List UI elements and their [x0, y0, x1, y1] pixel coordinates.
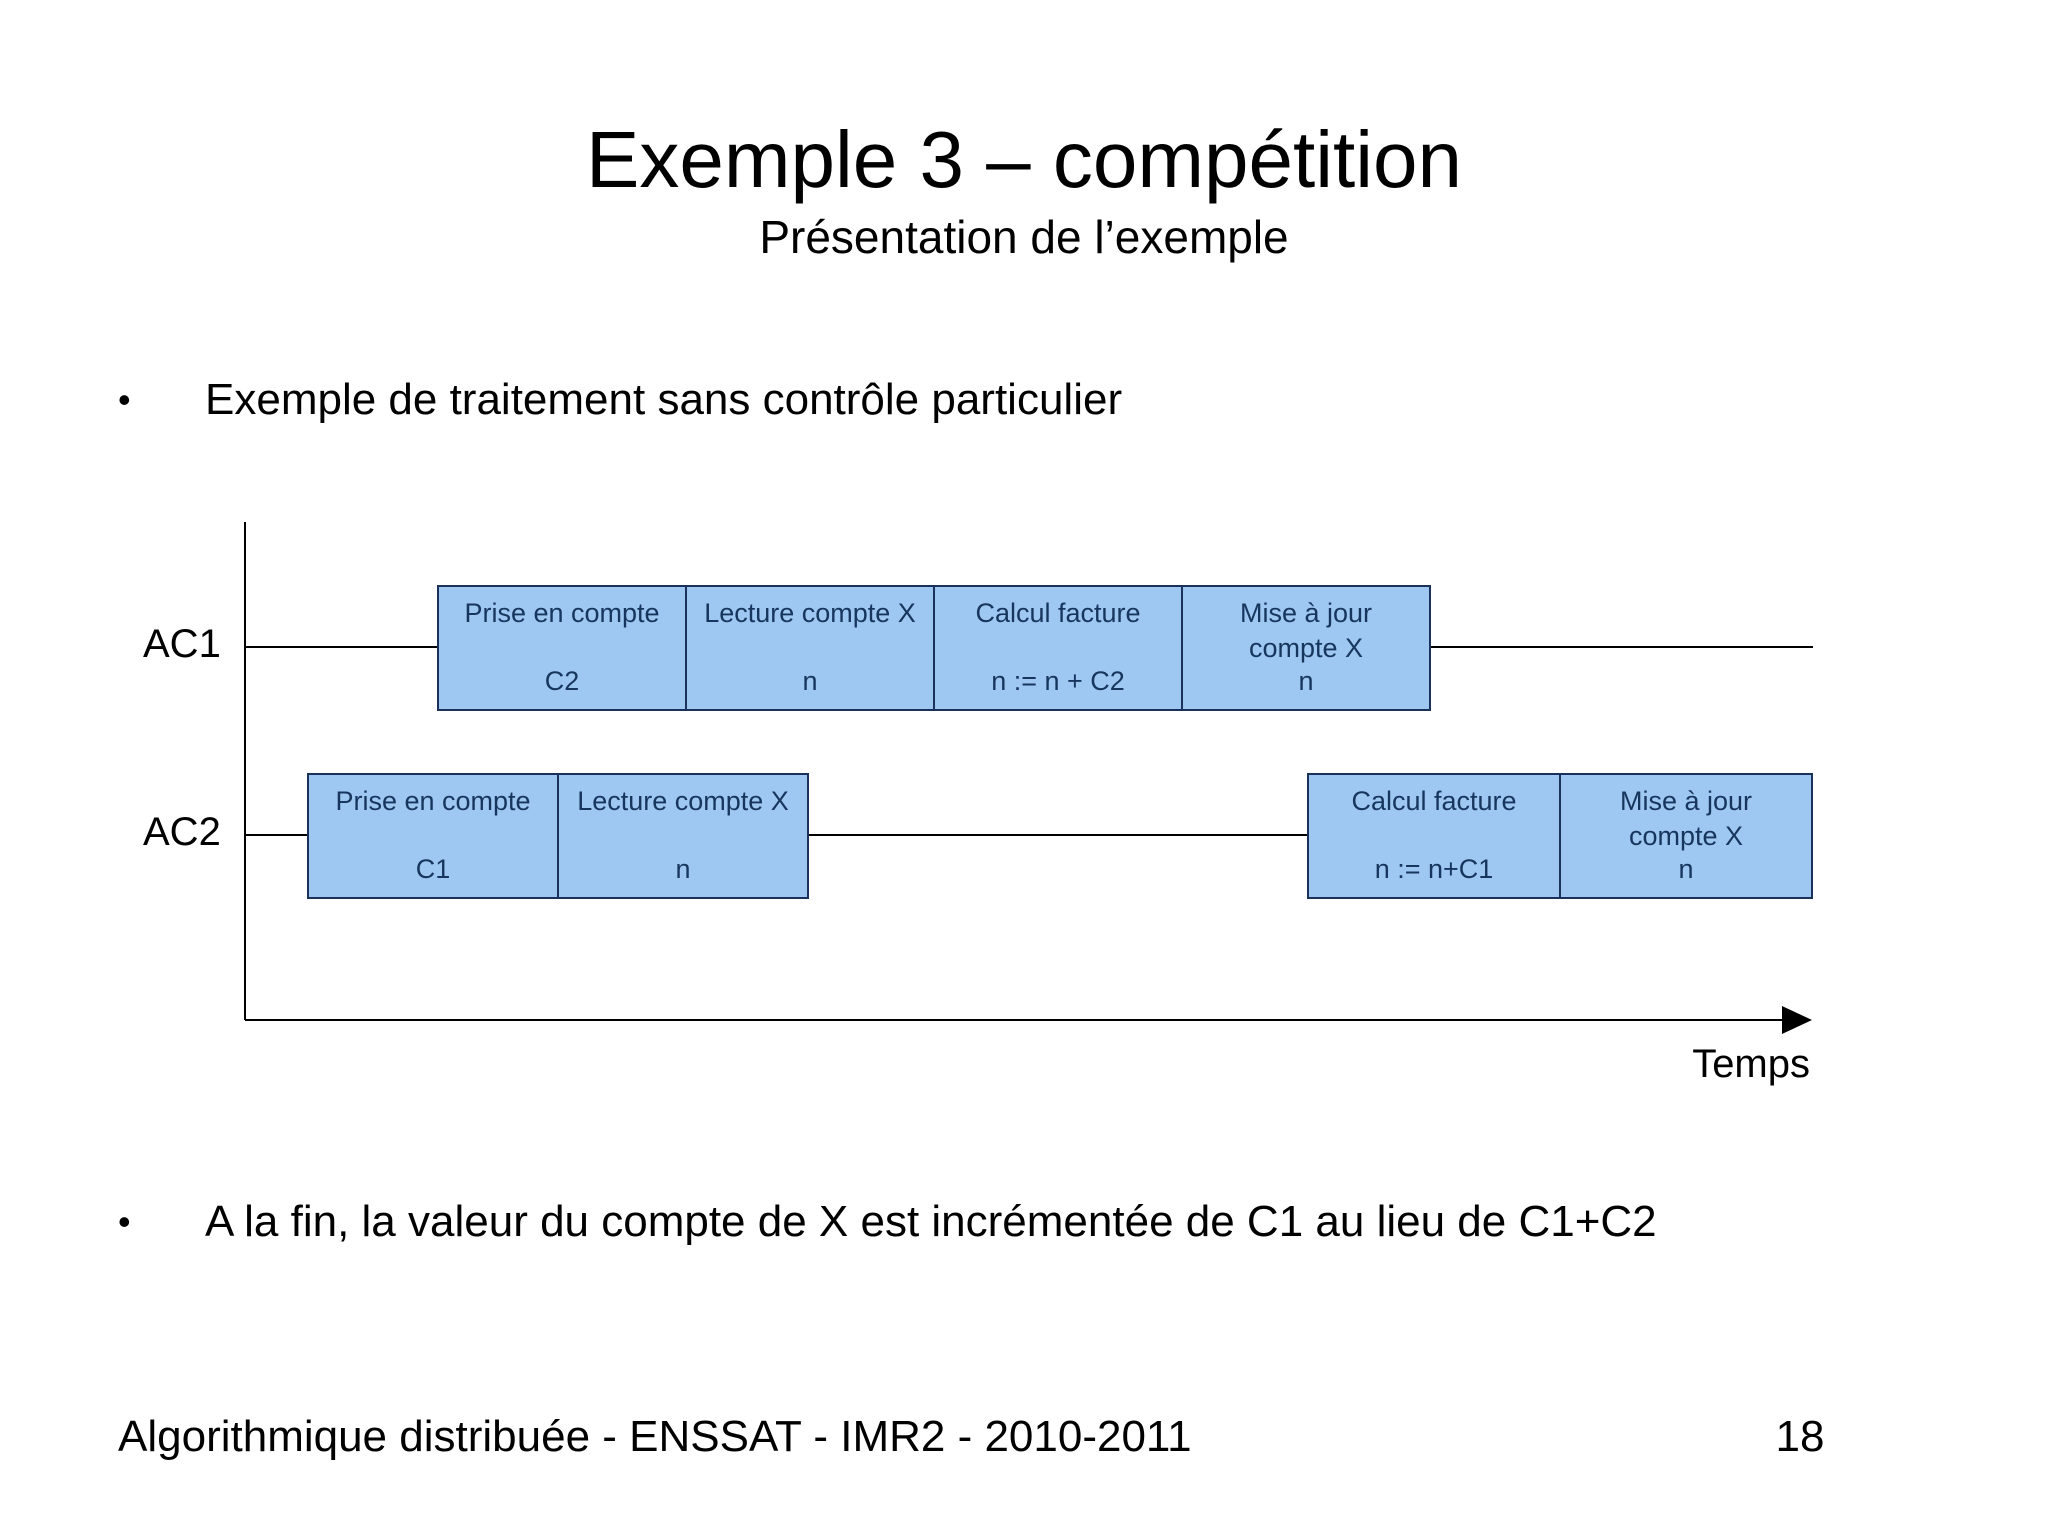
task-box-label: Prise en compte [464, 598, 660, 628]
task-box-value: n [1678, 854, 1694, 884]
task-box-value: n [802, 666, 818, 696]
task-box-ac2-mise-a-jour: Mise à jour compte X n [1559, 775, 1811, 897]
timeline-ac2-label: AC2 [143, 810, 221, 854]
timeline-ac1-label: AC1 [143, 622, 221, 666]
bullet-text: Exemple de traitement sans contrôle part… [205, 375, 1123, 424]
task-box-label: Mise à jour compte X [1239, 598, 1373, 664]
ac2-task-row-left: Prise en compte C1 Lecture compte X n [307, 773, 809, 899]
ac1-task-row: Prise en compte C2 Lecture compte X n Ca… [437, 585, 1431, 711]
task-box-ac1-prise-en-compte: Prise en compte C2 [439, 587, 685, 709]
task-box-label: Lecture compte X [704, 598, 916, 628]
diagram-vertical-axis [244, 522, 246, 1020]
task-box-ac1-mise-a-jour: Mise à jour compte X n [1181, 587, 1429, 709]
task-box-value: C1 [415, 854, 451, 884]
page-number: 18 [1775, 1412, 1825, 1461]
time-axis-line [245, 1019, 1790, 1021]
task-box-value: n [675, 854, 691, 884]
task-box-ac2-prise-en-compte: Prise en compte C1 [309, 775, 557, 897]
task-box-value: n := n+C1 [1374, 854, 1494, 884]
task-box-value: C2 [544, 666, 580, 696]
task-box-label: Calcul facture [1351, 786, 1517, 816]
ac2-task-row-right: Calcul facture n := n+C1 Mise à jour com… [1307, 773, 1813, 899]
task-box-ac2-calcul-facture: Calcul facture n := n+C1 [1309, 775, 1559, 897]
bullet-text: A la fin, la valeur du compte de X est i… [205, 1197, 1657, 1246]
task-box-label: Prise en compte [335, 786, 531, 816]
task-box-ac2-lecture-compte: Lecture compte X n [557, 775, 807, 897]
bullet-icon: • [118, 379, 131, 420]
task-box-ac1-lecture-compte: Lecture compte X n [685, 587, 933, 709]
task-box-ac1-calcul-facture: Calcul facture n := n + C2 [933, 587, 1181, 709]
footer-text: Algorithmique distribuée - ENSSAT - IMR2… [118, 1412, 1192, 1461]
bullet-icon: • [118, 1201, 131, 1242]
timeline-ac2-line [245, 834, 1813, 836]
task-box-label: Lecture compte X [577, 786, 789, 816]
task-box-value: n := n + C2 [991, 666, 1125, 696]
task-box-label: Calcul facture [975, 598, 1141, 628]
bullet-item-1: • Exemple de traitement sans contrôle pa… [118, 372, 1122, 428]
slide-subtitle: Présentation de l’exemple [759, 211, 1289, 263]
time-axis-label: Temps [1692, 1042, 1810, 1086]
bullet-item-2: • A la fin, la valeur du compte de X est… [118, 1194, 1657, 1250]
time-axis-arrow-icon [1782, 1006, 1812, 1034]
task-box-label: Mise à jour compte X [1619, 786, 1753, 852]
slide-title: Exemple 3 – compétition [585, 115, 1462, 204]
task-box-value: n [1298, 666, 1314, 696]
